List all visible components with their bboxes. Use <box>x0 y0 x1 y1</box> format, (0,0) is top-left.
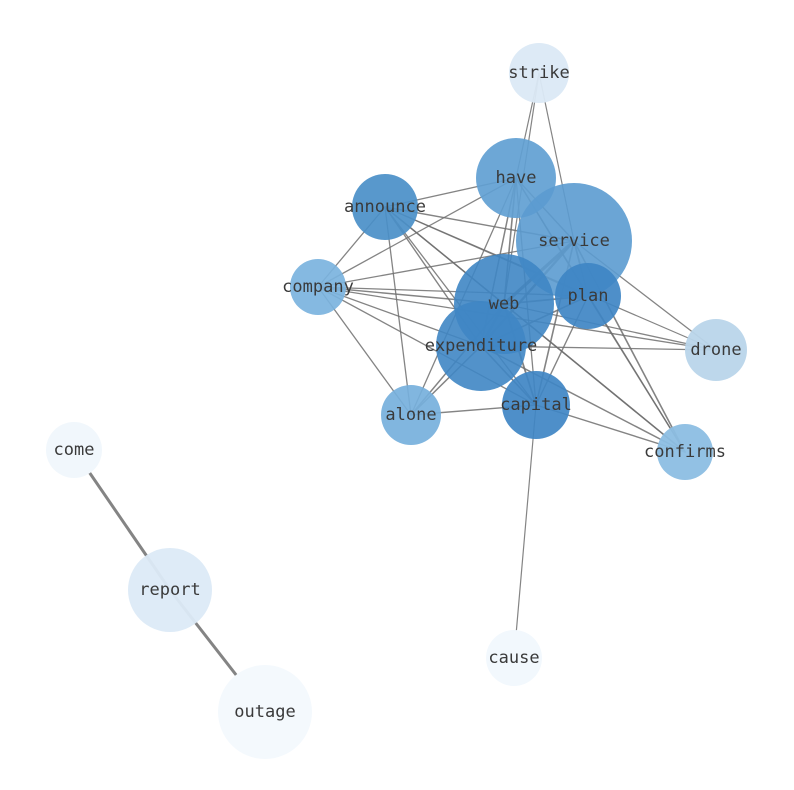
graph-node-alone[interactable] <box>381 385 441 445</box>
graph-node-confirms[interactable] <box>657 424 713 480</box>
graph-edge <box>513 404 537 659</box>
graph-node-capital[interactable] <box>502 371 570 439</box>
graph-edge <box>384 206 412 416</box>
graph-node-drone[interactable] <box>685 319 747 381</box>
graph-node-company[interactable] <box>290 259 346 315</box>
graph-node-cause[interactable] <box>486 630 542 686</box>
graph-node-expenditure[interactable] <box>436 301 526 391</box>
graph-node-report[interactable] <box>128 548 212 632</box>
graph-node-come[interactable] <box>46 422 102 478</box>
graph-node-strike[interactable] <box>509 43 569 103</box>
graph-node-announce[interactable] <box>352 174 418 240</box>
graph-node-outage[interactable] <box>218 665 312 759</box>
graph-node-plan[interactable] <box>555 263 621 329</box>
